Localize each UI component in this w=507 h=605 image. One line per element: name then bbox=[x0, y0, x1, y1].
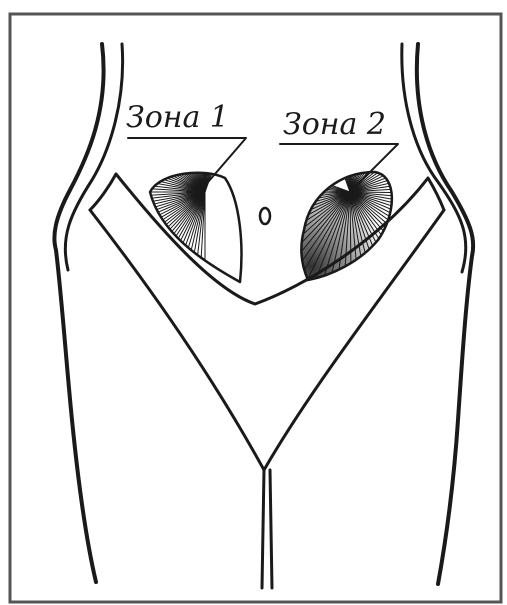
hatch-stroke bbox=[104, 192, 205, 236]
right-body-contour-outer bbox=[417, 44, 473, 584]
hatch-stroke bbox=[247, 154, 350, 192]
left-body-contour-outer bbox=[54, 44, 103, 582]
hatch-stroke bbox=[242, 171, 350, 192]
navel-icon bbox=[260, 208, 270, 224]
hatch-stroke bbox=[350, 144, 449, 192]
bikini-line bbox=[90, 210, 444, 470]
hatch-stroke bbox=[139, 192, 205, 280]
left-body-contour-inner bbox=[65, 44, 122, 270]
crotch-line-right bbox=[270, 470, 272, 588]
crotch-line-left bbox=[262, 470, 264, 588]
zone-2-label: Зона 2 bbox=[283, 110, 386, 140]
zone-1-label: Зона 1 bbox=[126, 103, 229, 133]
hatch-stroke bbox=[113, 192, 205, 252]
hatch-stroke bbox=[244, 162, 350, 192]
